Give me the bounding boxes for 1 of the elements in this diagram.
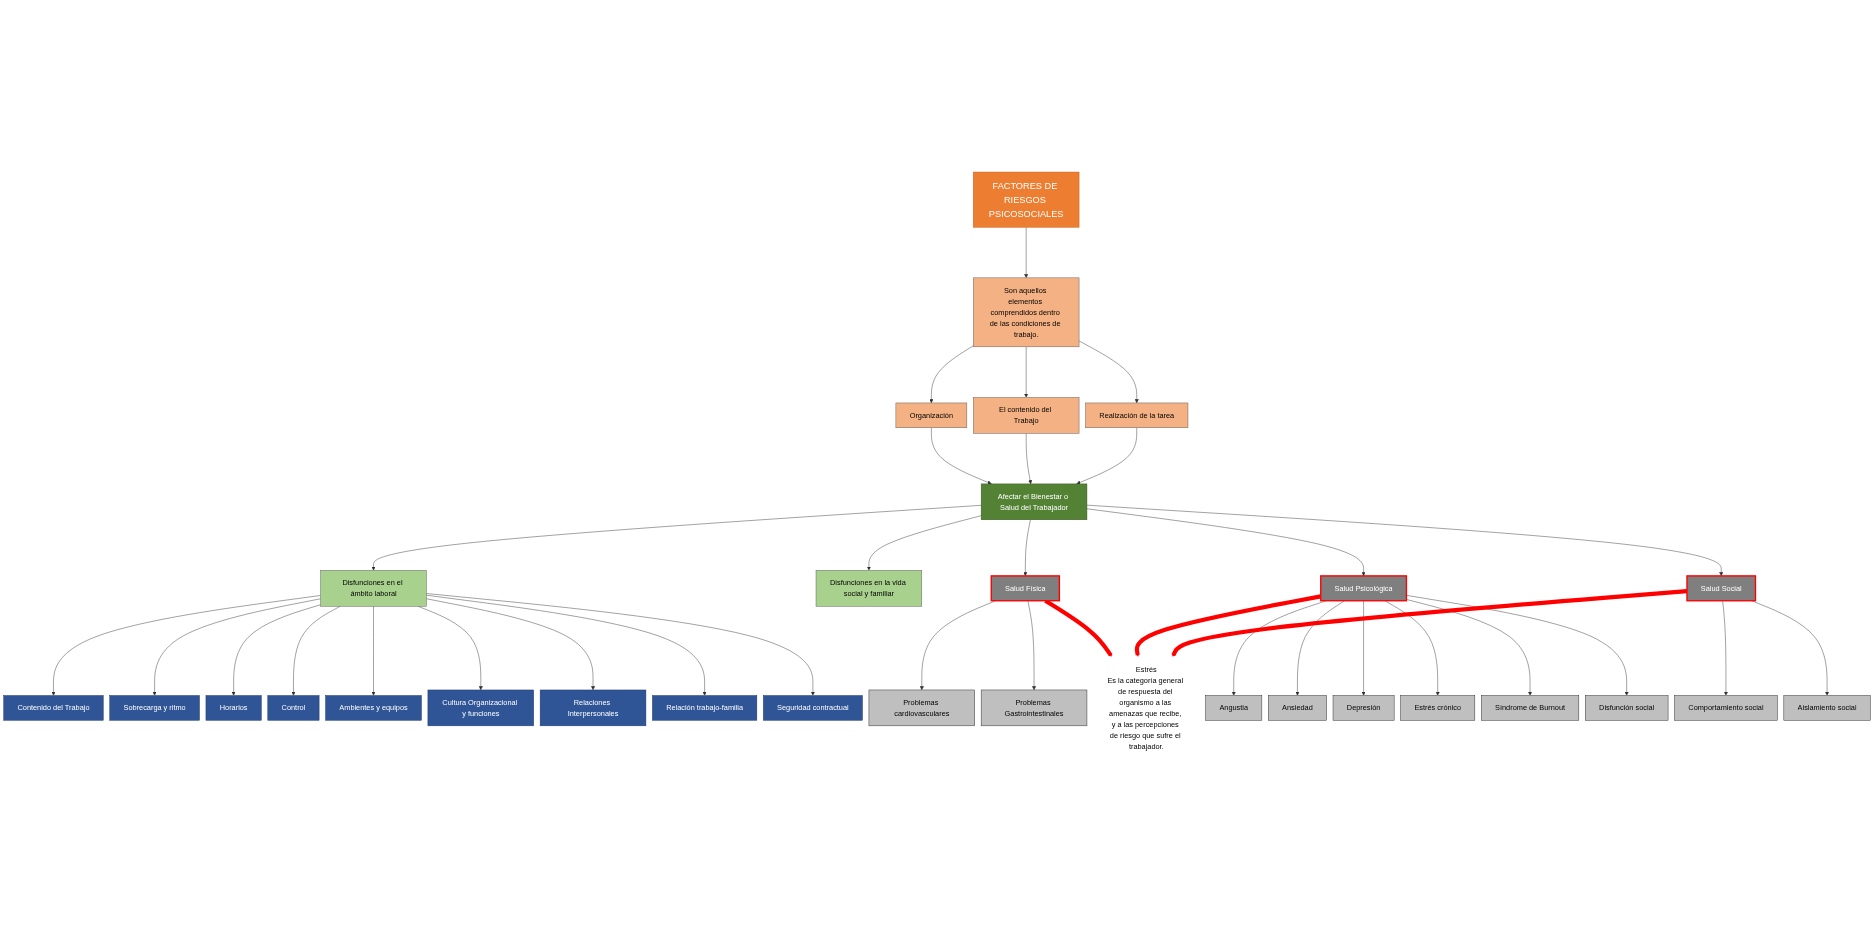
node-box: FACTORES DE RIESGOS PSICOSOCIALES [973, 171, 1080, 228]
